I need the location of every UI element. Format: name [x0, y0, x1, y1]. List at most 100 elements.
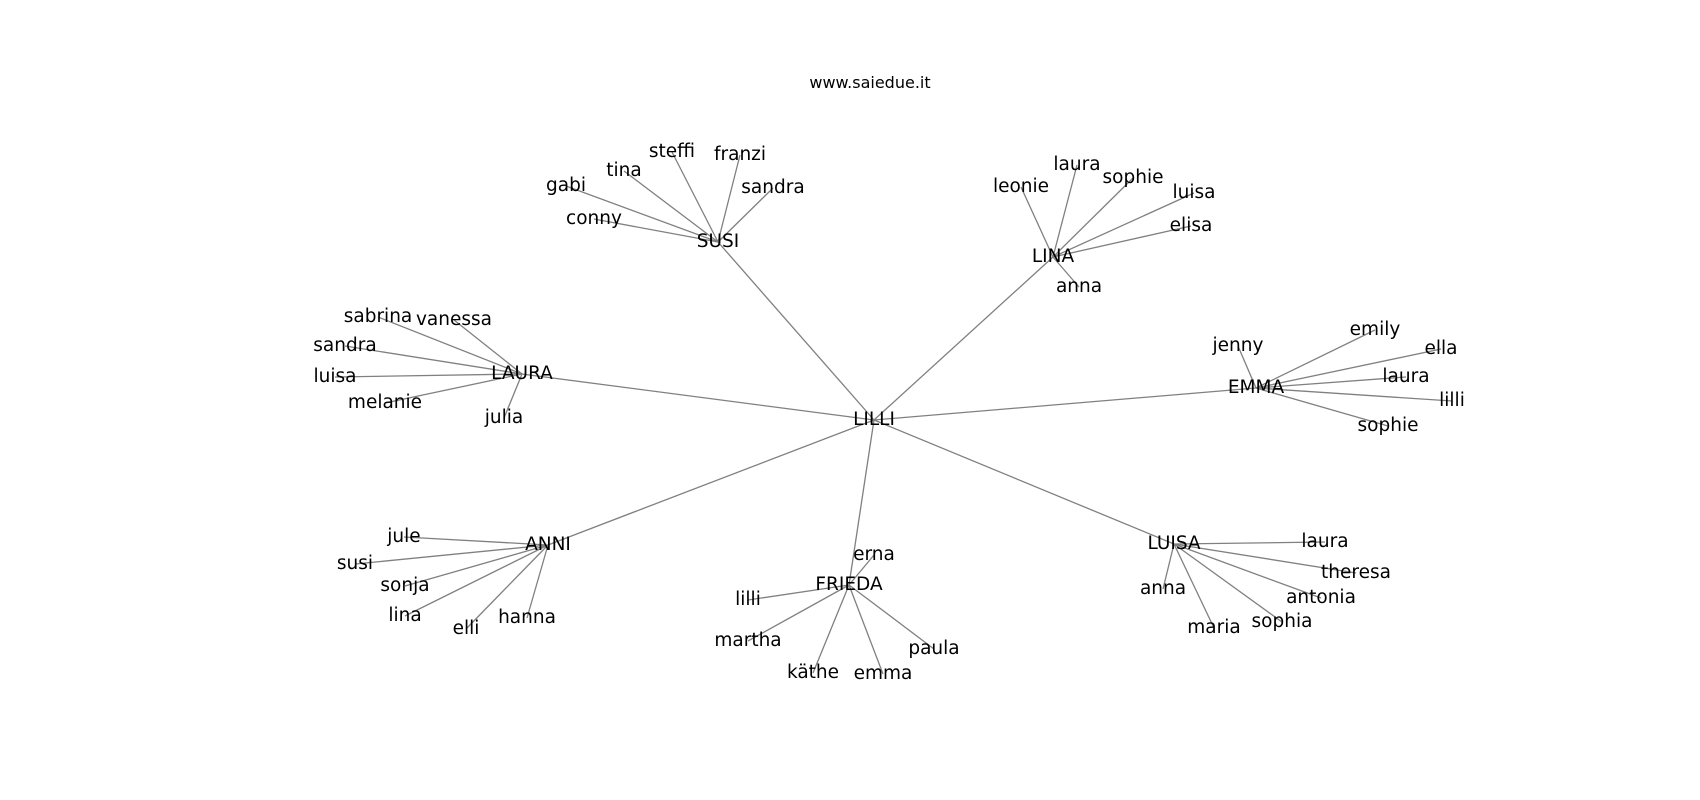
edge-luisa-5	[1173, 543, 1283, 623]
edge-lina-1	[1052, 164, 1078, 258]
node-frieda-child-2: martha	[714, 630, 781, 651]
node-anni-child-2: sonja	[380, 575, 429, 596]
edge-anni-0	[403, 536, 549, 546]
edges-layer	[334, 151, 1453, 675]
edge-lilli-laura	[521, 373, 875, 421]
edge-luisa-3	[1162, 543, 1175, 590]
edge-anni-4	[465, 544, 549, 630]
edge-laura-3	[334, 373, 523, 378]
node-laura-child-3: luisa	[314, 366, 357, 387]
edge-emma-0	[1237, 345, 1257, 389]
node-luisa-child-5: sophia	[1252, 611, 1313, 632]
node-anni-child-3: lina	[388, 605, 421, 626]
node-emma-child-2: ella	[1425, 338, 1458, 359]
node-lina-child-1: laura	[1053, 154, 1100, 175]
edge-lina-0	[1020, 186, 1054, 258]
edge-frieda-5	[848, 584, 935, 650]
edge-luisa-4	[1173, 543, 1215, 629]
edge-frieda-3	[812, 584, 850, 674]
edge-lina-5	[1052, 256, 1080, 288]
node-luisa-child-2: antonia	[1286, 587, 1356, 608]
node-frieda-child-0: erna	[853, 544, 895, 565]
edge-luisa-1	[1173, 543, 1357, 574]
node-hub-anni: ANNI	[525, 534, 571, 555]
node-emma-child-3: laura	[1382, 366, 1429, 387]
node-laura-child-2: sandra	[313, 335, 376, 356]
node-susi-child-2: steffi	[649, 141, 695, 162]
node-emma-child-5: sophie	[1358, 415, 1419, 436]
edge-anni-5	[526, 544, 549, 619]
edge-laura-4	[384, 373, 523, 404]
node-lina-child-3: luisa	[1173, 182, 1216, 203]
node-luisa-child-0: laura	[1301, 531, 1348, 552]
edge-luisa-2	[1173, 543, 1322, 599]
edge-frieda-1	[747, 584, 850, 601]
node-luisa-child-3: anna	[1140, 578, 1186, 599]
edge-lina-2	[1052, 177, 1134, 258]
node-susi-child-3: franzi	[714, 144, 766, 165]
edge-anni-2	[404, 544, 549, 587]
page-title: www.saiedue.it	[809, 73, 930, 92]
node-hub-lina: LINA	[1032, 246, 1075, 267]
node-anni-child-0: jule	[386, 526, 420, 547]
node-emma-child-4: lilli	[1439, 390, 1465, 411]
node-anni-child-4: elli	[453, 618, 480, 639]
node-luisa-child-4: maria	[1187, 617, 1240, 638]
node-susi-child-1: tina	[606, 160, 641, 181]
node-lilli-root: LILLI	[853, 409, 895, 430]
edge-lilli-luisa	[873, 419, 1175, 545]
edge-susi-5	[593, 218, 719, 243]
node-hub-laura: LAURA	[491, 363, 553, 384]
node-lina-child-2: sophie	[1103, 167, 1164, 188]
edge-luisa-0	[1173, 541, 1326, 545]
node-frieda-child-1: lilli	[735, 589, 761, 610]
edge-susi-0	[565, 185, 719, 243]
node-frieda-child-4: emma	[854, 663, 913, 684]
node-frieda-child-3: käthe	[787, 662, 839, 683]
edge-lilli-susi	[717, 241, 875, 421]
node-emma-child-0: jenny	[1212, 335, 1264, 356]
node-lina-child-5: anna	[1056, 276, 1102, 297]
node-laura-child-4: melanie	[348, 392, 422, 413]
edge-frieda-4	[848, 584, 884, 675]
edge-emma-2	[1255, 348, 1442, 389]
edge-susi-1	[623, 170, 719, 243]
node-hub-emma: EMMA	[1228, 377, 1285, 398]
node-susi-child-5: conny	[566, 208, 622, 229]
edge-anni-1	[354, 544, 549, 565]
edge-frieda-2	[747, 584, 850, 642]
edge-emma-4	[1255, 387, 1453, 402]
edge-lilli-lina	[873, 256, 1054, 421]
edge-laura-0	[377, 316, 523, 375]
node-susi-child-4: sandra	[741, 177, 804, 198]
node-laura-child-0: sabrina	[344, 306, 413, 327]
edge-lina-3	[1052, 192, 1195, 258]
edge-lilli-anni	[547, 419, 875, 546]
edge-emma-3	[1255, 376, 1407, 389]
node-lina-child-0: leonie	[993, 176, 1049, 197]
node-susi-child-0: gabi	[546, 175, 586, 196]
edge-susi-4	[717, 187, 774, 243]
edge-susi-2	[671, 151, 719, 243]
node-frieda-child-5: paula	[908, 638, 959, 659]
edge-frieda-0	[848, 554, 875, 586]
node-anni-child-5: hanna	[498, 607, 556, 628]
node-emma-child-1: emily	[1350, 319, 1401, 340]
edge-lilli-emma	[873, 387, 1257, 421]
edge-anni-3	[404, 544, 549, 617]
edge-lina-4	[1052, 225, 1192, 258]
node-hub-susi: SUSI	[697, 231, 739, 252]
edge-emma-5	[1255, 387, 1389, 427]
node-luisa-child-1: theresa	[1321, 562, 1391, 583]
edge-laura-1	[453, 319, 523, 375]
node-hub-luisa: LUISA	[1147, 533, 1200, 554]
nodes-layer: LILLI SUSI gabi tina steffi franzi sandra conny…	[313, 141, 1465, 684]
edge-laura-2	[344, 345, 523, 375]
node-laura-child-5: julia	[484, 407, 523, 428]
edge-laura-5	[503, 373, 523, 419]
node-hub-frieda: FRIEDA	[815, 574, 883, 595]
node-laura-child-1: vanessa	[416, 309, 492, 330]
node-lina-child-4: elisa	[1170, 215, 1213, 236]
